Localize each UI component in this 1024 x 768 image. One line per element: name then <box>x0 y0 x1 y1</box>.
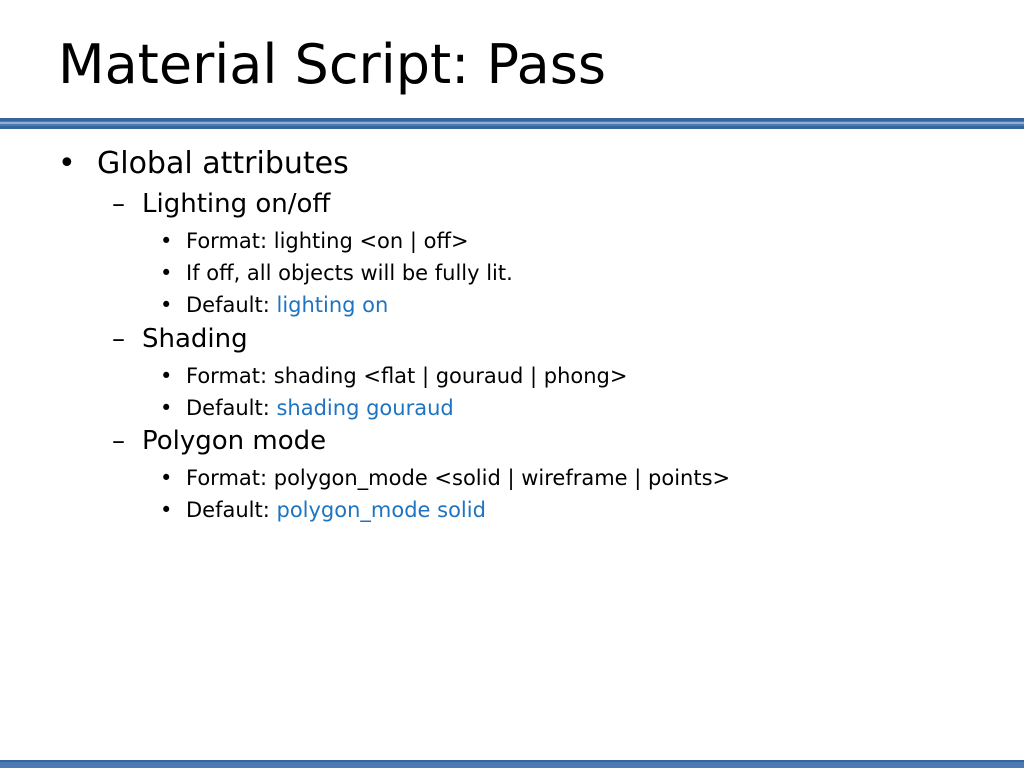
bullet-marker: • <box>160 498 173 522</box>
bullet-marker: • <box>160 261 173 285</box>
polygon-default: Default: polygon_mode solid <box>186 495 486 525</box>
lighting-format: Format: lighting <on | off> <box>186 229 469 253</box>
title-divider <box>0 118 1024 129</box>
subbullet-lighting: Lighting on/off <box>142 189 331 219</box>
bullet-marker: • <box>160 466 173 490</box>
bullet-marker: • <box>160 364 173 388</box>
default-label: Default: <box>186 498 277 522</box>
dash-marker: – <box>112 189 125 219</box>
bullet-marker: • <box>160 229 173 253</box>
subbullet-shading: Shading <box>142 324 248 354</box>
footer-divider <box>0 760 1024 768</box>
bullet-global-attributes: Global attributes <box>97 146 349 181</box>
bullet-marker: • <box>160 293 173 317</box>
lighting-note: If off, all objects will be fully lit. <box>186 261 513 285</box>
slide-title: Material Script: Pass <box>58 33 607 96</box>
polygon-format: Format: polygon_mode <solid | wireframe … <box>186 466 731 490</box>
dash-marker: – <box>112 426 125 456</box>
dash-marker: – <box>112 324 125 354</box>
bullet-marker: • <box>160 396 173 420</box>
lighting-default: Default: lighting on <box>186 290 388 320</box>
bullet-marker: • <box>58 146 76 181</box>
default-label: Default: <box>186 396 277 420</box>
subbullet-polygon-mode: Polygon mode <box>142 426 327 456</box>
shading-format: Format: shading <flat | gouraud | phong> <box>186 364 628 388</box>
shading-default: Default: shading gouraud <box>186 393 454 423</box>
lighting-default-value: lighting on <box>276 293 389 317</box>
shading-default-value: shading gouraud <box>276 396 454 420</box>
polygon-default-value: polygon_mode solid <box>276 498 486 522</box>
default-label: Default: <box>186 293 277 317</box>
